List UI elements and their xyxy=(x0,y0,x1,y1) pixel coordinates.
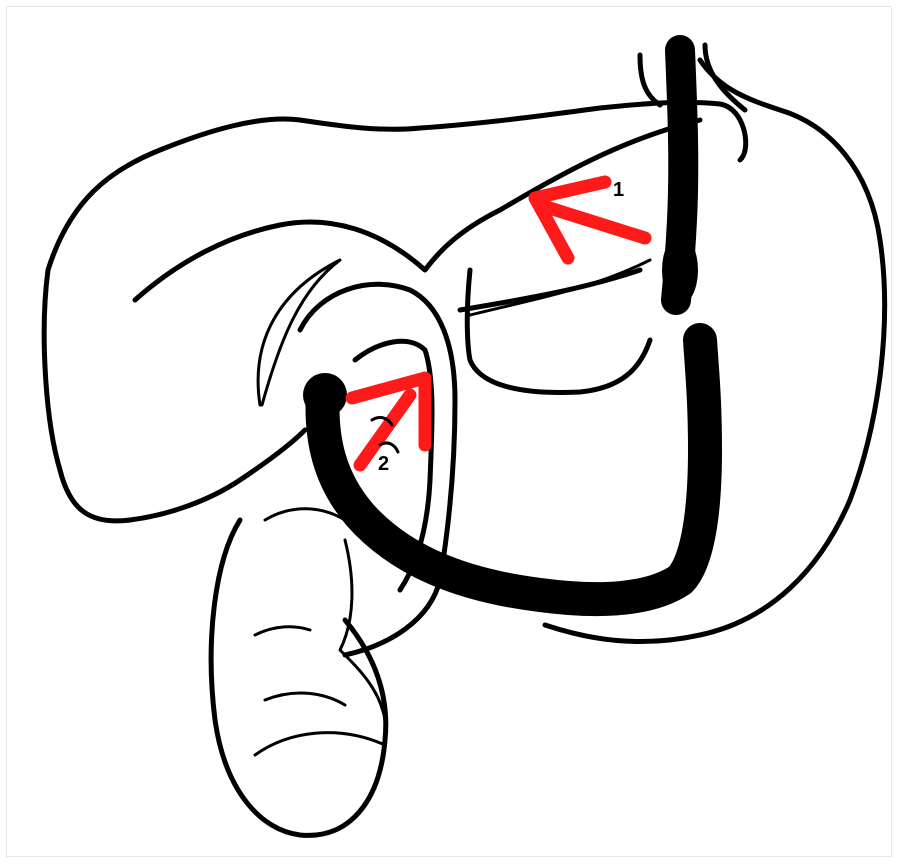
endoscope-tip xyxy=(303,373,347,417)
middle-duct xyxy=(470,260,650,315)
lower-organ-side xyxy=(340,540,385,720)
lower-organ-outline xyxy=(211,520,386,835)
left-organ-inner-curve xyxy=(135,120,700,300)
left-organ-outline xyxy=(44,102,746,521)
endoscope-bulge xyxy=(662,235,698,305)
arrow-1 xyxy=(535,182,645,258)
lower-organ-neck xyxy=(255,509,385,755)
middle-structure xyxy=(460,270,650,393)
arrow-2-label: 2 xyxy=(378,453,389,475)
arrow-1-label: 1 xyxy=(613,179,624,201)
